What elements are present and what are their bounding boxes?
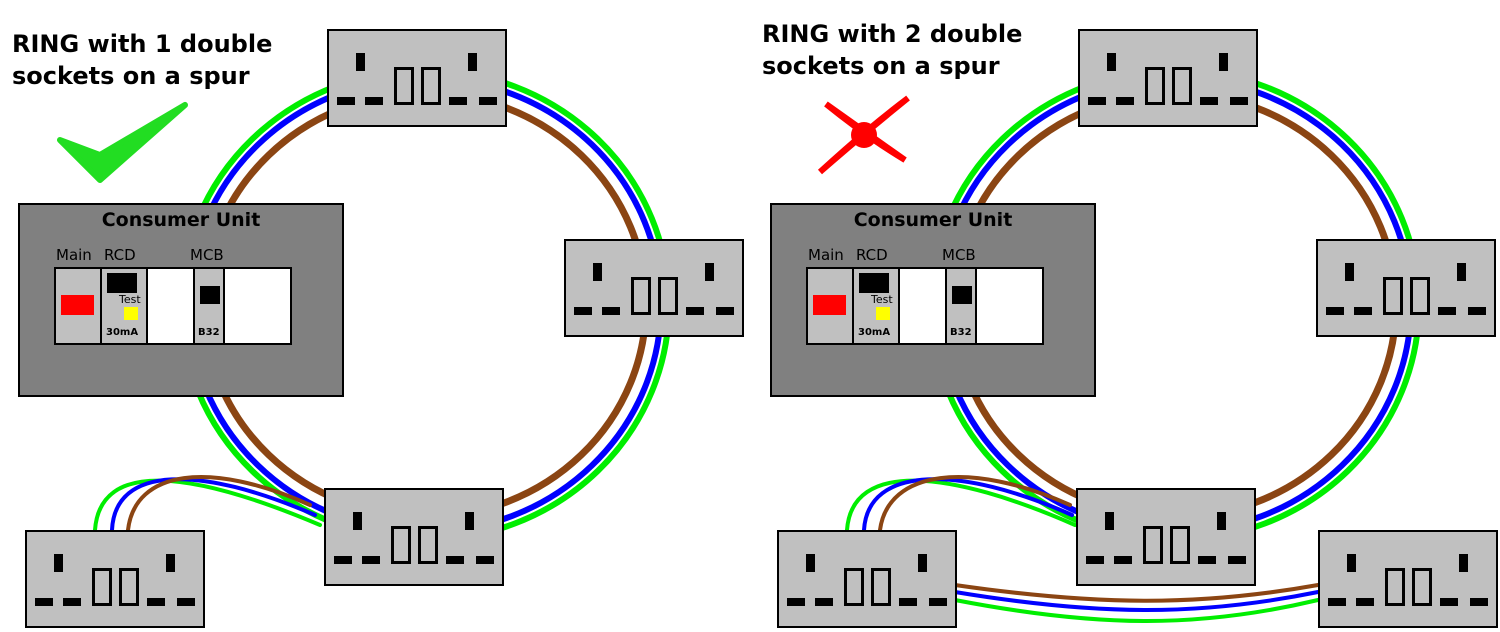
left-consumer-unit: Consumer Unit Main RCD MCB Test 30mA B32 [18,203,344,397]
mcb-rating: B32 [950,327,972,338]
mcb-module: B32 [947,269,977,343]
mcb-module: B32 [195,269,225,343]
rcd-rating: 30mA [858,327,891,338]
mcb-label: MCB [942,246,976,264]
rcd-module: Test 30mA [854,269,900,343]
main-label: Main [56,246,92,264]
blank-module [148,269,195,343]
rcd-switch [859,273,889,293]
ring-socket-bottom [324,488,504,586]
test-button [876,307,890,320]
spur-socket-1 [777,530,957,628]
cross-mark-icon [817,95,910,175]
spur-socket-2 [1318,530,1498,628]
rcd-label: RCD [104,246,136,264]
breaker-panel: Test 30mA B32 [806,267,1044,345]
right-title-line2: sockets on a spur [762,52,1000,80]
ring-socket-top [327,29,507,127]
rcd-label: RCD [856,246,888,264]
main-switch [61,295,94,315]
ring-socket-right [1316,239,1496,337]
mcb-rating: B32 [198,327,220,338]
spur-socket [25,530,205,628]
check-mark-icon [57,102,188,183]
mcb-switch [200,286,220,304]
rcd-rating: 30mA [106,327,139,338]
right-title-line1: RING with 2 double [762,20,1023,48]
second-spur-cable [953,583,1320,623]
main-label: Main [808,246,844,264]
left-title-line1: RING with 1 double [12,30,273,58]
main-switch [813,295,846,315]
ring-socket-bottom [1076,488,1256,586]
right-consumer-unit: Consumer Unit Main RCD MCB Test 30mA B32 [770,203,1096,397]
rcd-module: Test 30mA [102,269,148,343]
consumer-unit-title: Consumer Unit [853,209,1013,231]
breaker-panel: Test 30mA B32 [54,267,292,345]
ring-socket-top [1078,29,1258,127]
test-button [124,307,138,320]
mcb-switch [952,286,972,304]
consumer-unit-title: Consumer Unit [101,209,261,231]
left-title-line2: sockets on a spur [12,62,250,90]
ring-socket-right [564,239,744,337]
left-spur-cable [93,475,322,532]
test-label: Test [119,293,141,306]
test-label: Test [871,293,893,306]
blank-module [900,269,947,343]
main-switch-module [56,269,102,343]
mcb-label: MCB [190,246,224,264]
main-switch-module [808,269,854,343]
right-spur-cable [845,475,1077,532]
rcd-switch [107,273,137,293]
